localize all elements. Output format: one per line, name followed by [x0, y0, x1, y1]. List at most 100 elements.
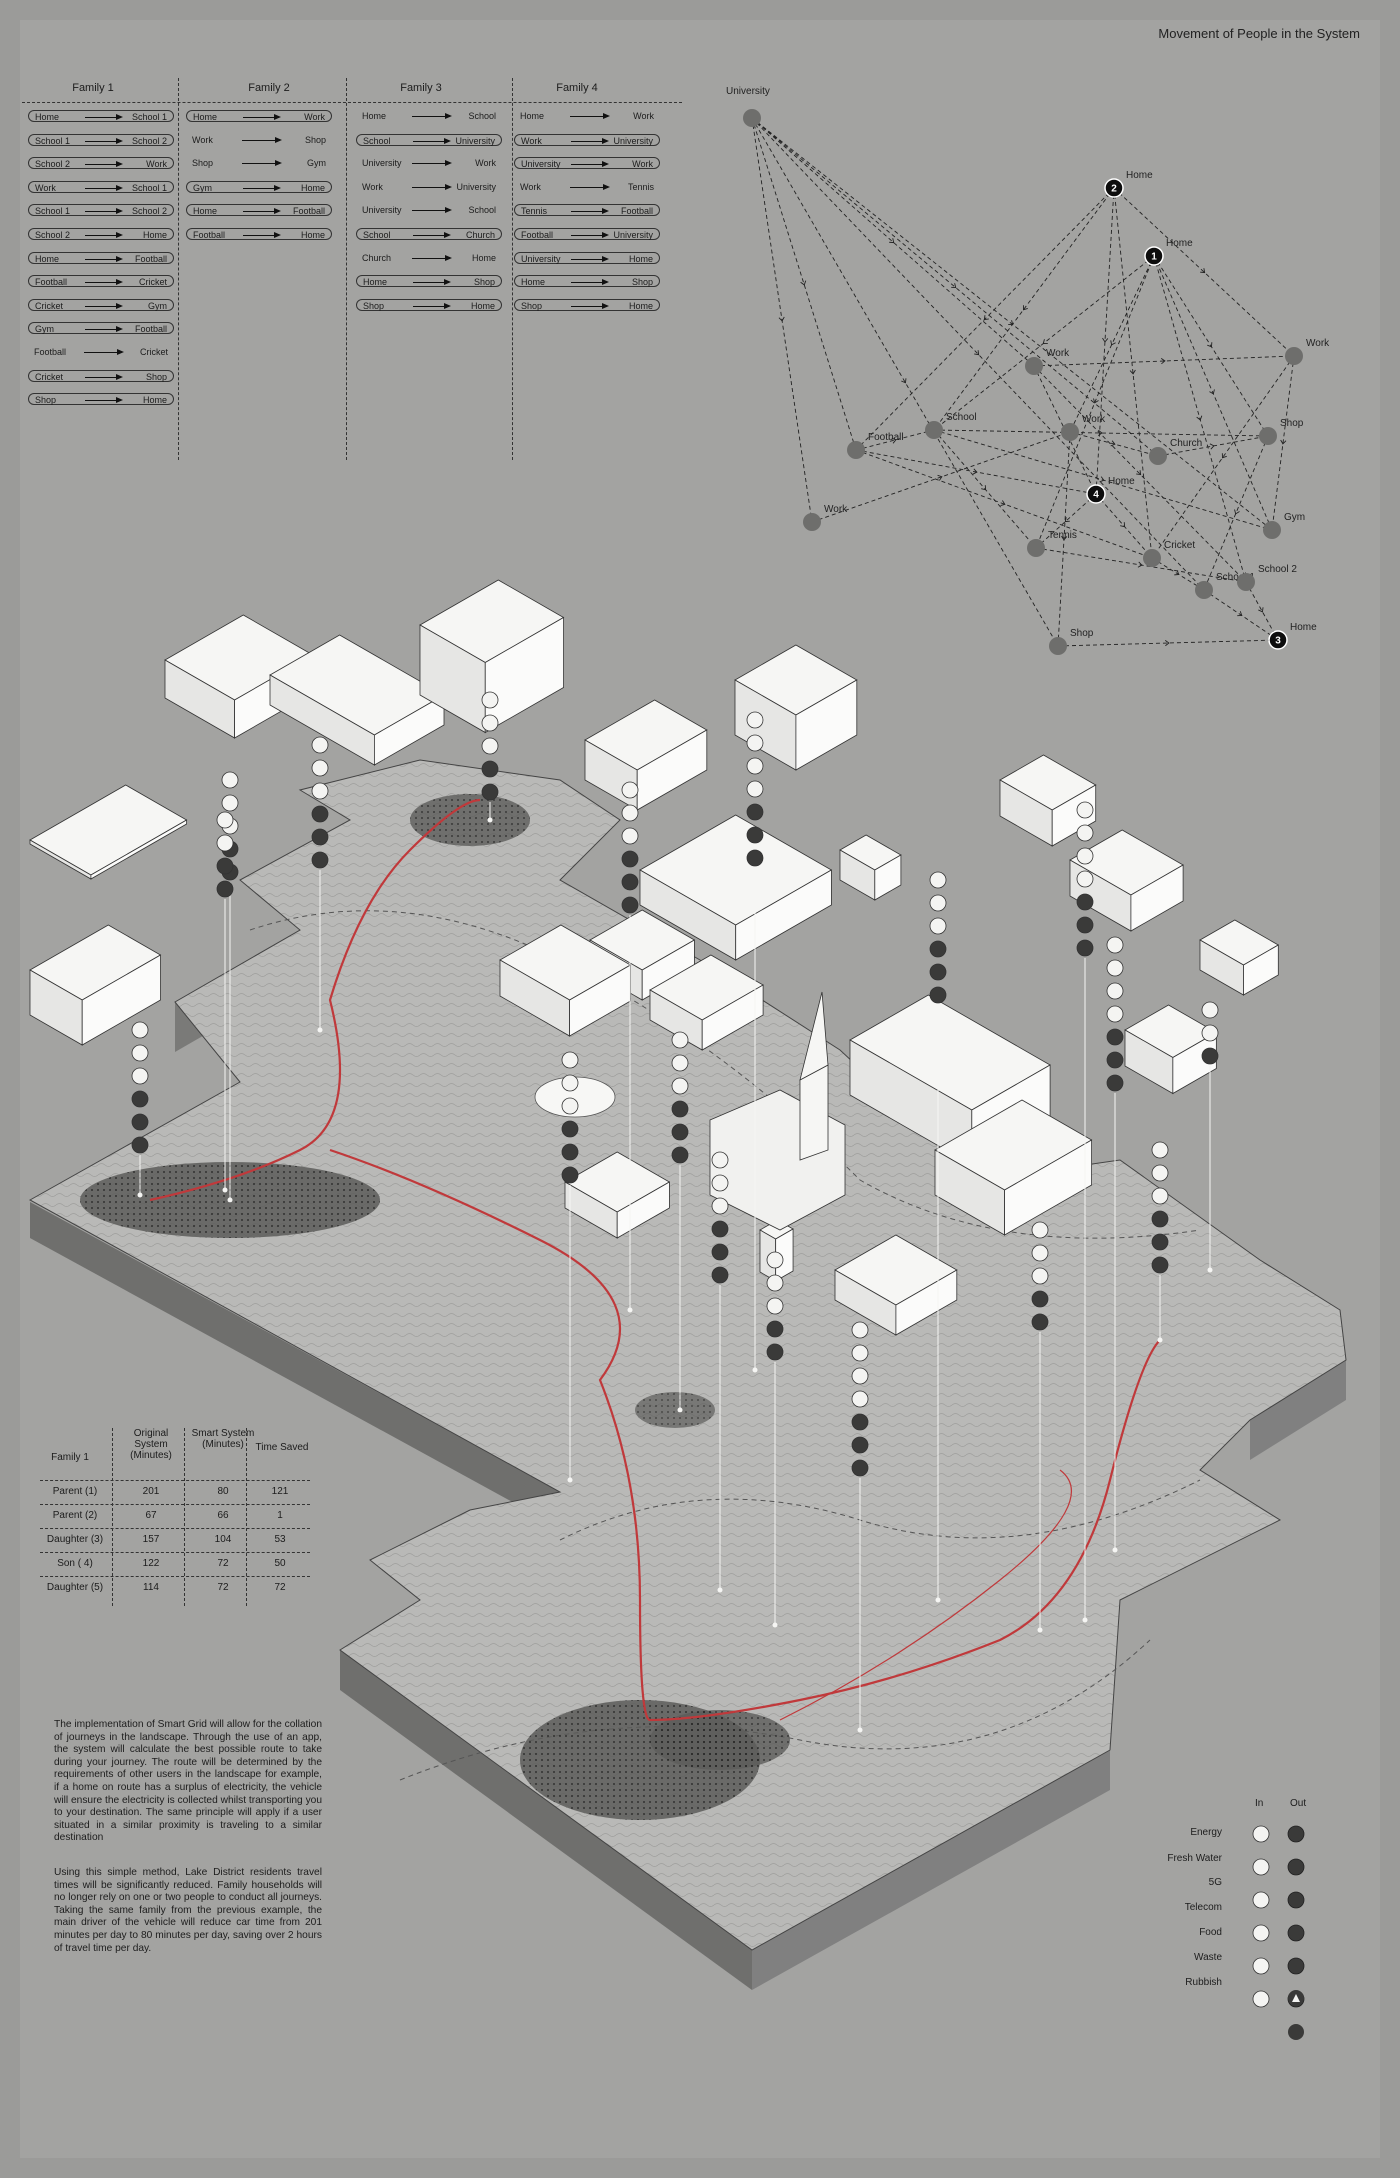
- terrain-slab: [28, 759, 1347, 1990]
- building-house: [499, 924, 632, 1037]
- resource-out-icon: [746, 826, 764, 844]
- arrow-right-icon: [242, 136, 282, 143]
- resource-out-icon: [766, 1320, 784, 1338]
- minutes-value: 104: [214, 1534, 232, 1545]
- network-edge: [1153, 255, 1273, 531]
- buildings: [29, 579, 1280, 1336]
- minutes-value: 80: [217, 1486, 229, 1497]
- resource-in-icon: [1201, 1001, 1219, 1019]
- network-edge: [1157, 435, 1269, 457]
- resource-out-icon: [481, 783, 499, 801]
- arrow-right-icon: [570, 183, 610, 190]
- network-edge: [1095, 493, 1153, 559]
- resource-out-icon: [216, 880, 234, 898]
- location-dot-icon: [1259, 427, 1277, 445]
- resource-in-icon: [481, 691, 499, 709]
- resource-pin: [711, 1151, 729, 1593]
- resource-in-icon: [131, 1044, 149, 1062]
- resource-out-icon: [561, 1143, 579, 1161]
- trip-origin: Home: [193, 112, 218, 122]
- network-edge: [1069, 255, 1155, 433]
- network-edge: [933, 429, 1037, 549]
- resource-out-icon: [766, 1343, 784, 1361]
- building-house-2: [1124, 1004, 1218, 1095]
- resource-out-icon: [1076, 893, 1094, 911]
- resource-in-icon: [311, 736, 329, 754]
- network-edge: [1271, 355, 1295, 531]
- resource-out-icon: [311, 805, 329, 823]
- family-3-header: Family 3: [400, 82, 442, 94]
- trip-destination: School 2: [131, 206, 167, 217]
- resource-in-icon: [766, 1274, 784, 1292]
- minutes-value: 122: [142, 1558, 160, 1569]
- arrow-right-icon: [571, 208, 609, 215]
- time-table-divider: [112, 1428, 113, 1606]
- trip-destination: Home: [628, 300, 653, 311]
- network-edge: [855, 187, 1115, 451]
- family-1-header: Family 1: [72, 82, 114, 94]
- arrow-right-icon: [571, 279, 609, 286]
- isometric-landscape: [28, 579, 1347, 1990]
- network-edge: [751, 117, 1035, 367]
- minutes-value: 157: [142, 1534, 160, 1545]
- network-edge: [1033, 365, 1247, 583]
- minutes-value: 1: [277, 1510, 283, 1521]
- trip-destination: University: [456, 181, 496, 192]
- resource-out-icon: [929, 986, 947, 1004]
- home-number: 3: [1275, 636, 1281, 647]
- building-terrace: [584, 699, 708, 811]
- resource-in-icon: [929, 871, 947, 889]
- trip-destination: Home: [300, 182, 325, 193]
- network-edge: [1033, 355, 1295, 367]
- trip-origin: School 2: [35, 230, 71, 240]
- network-node-label: School: [946, 412, 977, 423]
- legend-out-label: Out: [1290, 1798, 1307, 1809]
- arrow-right-icon: [413, 302, 451, 309]
- trip-origin: Shop: [192, 158, 214, 169]
- trip-destination: Shop: [145, 371, 167, 382]
- resource-out-icon: [851, 1413, 869, 1431]
- resource-pin: [929, 871, 947, 1603]
- time-table-divider: [246, 1428, 247, 1606]
- network-edge: [1035, 547, 1247, 583]
- trip-destination: Cricket: [139, 347, 168, 357]
- resource-out-icon: [1201, 1047, 1219, 1065]
- trip-origin: Work: [35, 182, 56, 193]
- network-edge: [751, 117, 1205, 591]
- legend-label: Waste: [1194, 1952, 1222, 1963]
- resource-out-icon: [561, 1120, 579, 1138]
- resource-out-icon: [621, 896, 639, 914]
- building-tower: [759, 1219, 794, 1282]
- network-edge: [855, 449, 1097, 495]
- arrow-right-icon: [85, 114, 123, 120]
- resource-pin: [851, 1321, 869, 1733]
- trip-origin: University: [521, 253, 561, 264]
- building-school: [29, 924, 162, 1046]
- network-node-label: Church: [1170, 438, 1202, 449]
- resource-out-icon: [746, 803, 764, 821]
- network-node-label: School 1: [1216, 572, 1255, 583]
- network-node-label: Gym: [1284, 512, 1305, 523]
- arrow-right-icon: [85, 255, 123, 262]
- trip-destination: Football: [620, 206, 653, 217]
- trip-destination: School: [468, 205, 496, 216]
- lightning-icon: [1252, 1825, 1270, 1843]
- minutes-value: 50: [274, 1558, 286, 1569]
- resource-out-icon: [1031, 1313, 1049, 1331]
- trip-destination: Home: [470, 300, 495, 311]
- trip-origin: School 1: [35, 135, 71, 146]
- network-node: Church: [1149, 438, 1202, 465]
- building-cottage: [999, 754, 1097, 847]
- trip-destination: Shop: [631, 277, 653, 288]
- minutes-value: 121: [271, 1486, 289, 1497]
- resource-in-icon: [561, 1097, 579, 1115]
